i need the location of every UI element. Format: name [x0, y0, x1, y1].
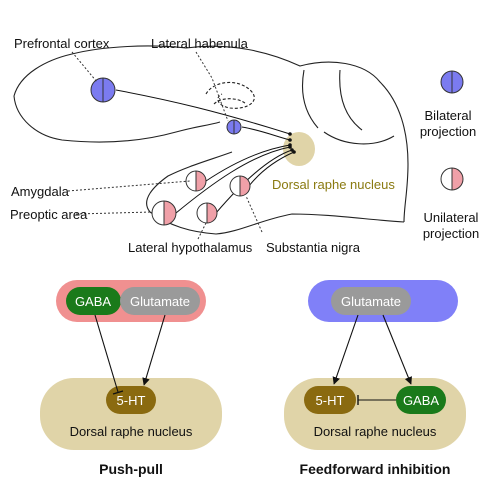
push-pull-gaba-inhibition: [94, 314, 119, 393]
push-pull-gaba-label: GABA: [75, 294, 111, 309]
push-pull-glutamate-label: Glutamate: [130, 294, 190, 309]
feedforward-title: Feedforward inhibition: [300, 461, 451, 477]
dorsal-raphe-nucleus-label: Dorsal raphe nucleus: [272, 177, 395, 192]
substantia-nigra-node: [229, 175, 251, 197]
push-pull-5ht-label: 5-HT: [117, 393, 146, 408]
legend-bilateral-label-1: Bilateral: [425, 108, 472, 123]
legend-unilateral-label-1: Unilateral: [424, 210, 479, 225]
feedforward-5ht-pill: [304, 386, 356, 414]
feedforward-5ht-label: 5-HT: [316, 393, 345, 408]
push-pull-drn-label: Dorsal raphe nucleus: [70, 424, 193, 439]
feedforward-glutamate-to-5ht-arrow: [332, 314, 359, 385]
legend-unilateral-label-2: projection: [423, 226, 479, 241]
preoptic-area-label: Preoptic area: [10, 207, 88, 222]
push-pull-inhibition-bar: [112, 390, 124, 395]
feedforward-gaba-pill: [396, 386, 446, 414]
substantia-nigra-label: Substantia nigra: [266, 240, 361, 255]
feedforward-gaba-label: GABA: [403, 393, 439, 408]
brain-outline: [13, 45, 409, 235]
feedforward-glutamate-to-gaba-arrow: [382, 314, 412, 385]
projection-lines: [115, 89, 295, 214]
dorsal-raphe-nucleus-node: [283, 132, 315, 166]
lateral-habenula-label: Lateral habenula: [151, 36, 249, 51]
lateral-habenula-node: [226, 119, 242, 135]
legend-bilateral-label-2: projection: [420, 124, 476, 139]
feedforward-glutamate-pill: [331, 287, 411, 315]
legend-unilateral-icon: [440, 167, 464, 191]
feedforward-drn-label: Dorsal raphe nucleus: [314, 424, 437, 439]
preoptic-area-node: [151, 200, 177, 226]
amygdala-node: [185, 170, 207, 192]
amygdala-label: Amygdala: [11, 184, 70, 199]
legend-bilateral-icon: [440, 70, 464, 94]
lateral-hypothalamus-node: [196, 202, 218, 224]
projection-terminals: [288, 132, 296, 154]
push-pull-title: Push-pull: [99, 461, 163, 477]
push-pull-gaba-pill: [66, 287, 121, 315]
leader-lines: [67, 51, 263, 240]
feedforward-glutamate-label: Glutamate: [341, 294, 401, 309]
push-pull-glutamate-pill: [120, 287, 200, 315]
lateral-hypothalamus-label: Lateral hypothalamus: [128, 240, 253, 255]
prefrontal-cortex-label: Prefrontal cortex: [14, 36, 110, 51]
push-pull-glutamate-arrow: [142, 314, 166, 386]
prefrontal-cortex-node: [90, 77, 116, 103]
